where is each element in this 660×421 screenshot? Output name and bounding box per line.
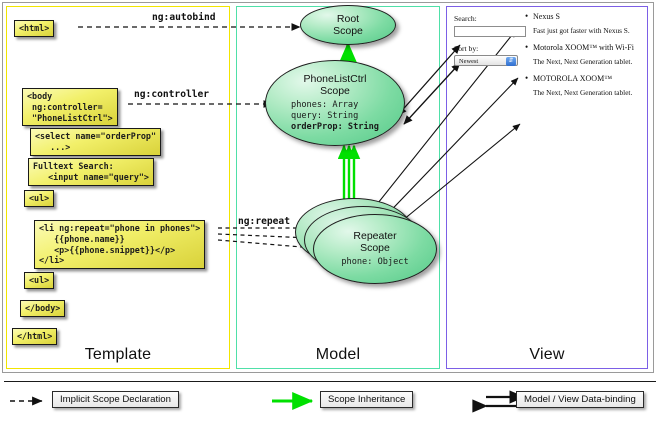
scope-prop-phone: phone: Object xyxy=(341,257,409,268)
list-item: Motorola XOOM™ with Wi-Fi The Next, Next… xyxy=(524,42,650,67)
code-box-li-repeat: <li ng:repeat="phone in phones"> {{phone… xyxy=(34,220,206,269)
code-box-fulltext-search: Fulltext Search: <input name="query"> xyxy=(28,158,154,186)
scope-repeater-title: Repeater Scope xyxy=(353,229,397,254)
scope-phonelistctrl-props: phones: Array query: String orderProp: S… xyxy=(291,100,379,134)
legend-item-scope-inheritance: Scope Inheritance xyxy=(320,391,414,408)
phone-snippet: The Next, Next Generation tablet. xyxy=(533,57,633,67)
column-template: Template xyxy=(6,6,230,369)
scope-prop-phones: phones: Array xyxy=(291,99,359,110)
phone-name: Nexus S xyxy=(524,11,650,23)
column-label-view: View xyxy=(529,346,565,363)
phone-list: Nexus S Fast just got faster with Nexus … xyxy=(524,11,650,105)
search-label: Search: xyxy=(454,14,477,23)
sort-label: Sort by: xyxy=(454,44,479,54)
column-label-model: Model xyxy=(315,346,361,363)
scope-root: Root Scope xyxy=(300,5,396,45)
sort-select[interactable]: Newest ⇵ xyxy=(454,54,518,66)
code-box-body-open: <body ng:controller= "PhoneListCtrl"> xyxy=(22,88,118,127)
scope-prop-orderprop: orderProp: String xyxy=(291,122,379,133)
phone-name: MOTOROLA XOOM™ xyxy=(524,73,650,85)
code-box-ul-close: <ul> xyxy=(24,272,55,289)
code-box-html-open: <html> xyxy=(14,20,55,37)
code-box-body-close: </body> xyxy=(20,300,66,317)
code-box-html-close: </html> xyxy=(12,328,58,345)
phone-name: Motorola XOOM™ with Wi-Fi xyxy=(524,42,650,54)
scope-root-title: Root Scope xyxy=(333,12,363,37)
column-label-template: Template xyxy=(84,346,152,363)
code-box-select: <select name="orderProp" ...> xyxy=(30,128,162,156)
scope-repeater: Repeater Scope phone: Object xyxy=(313,214,437,284)
legend-item-model-view-data-binding: Model / View Data-binding xyxy=(516,391,644,408)
label-ng-repeat: ng:repeat xyxy=(238,216,290,227)
phone-snippet: Fast just got faster with Nexus S. xyxy=(533,26,630,36)
phone-snippet: The Next, Next Generation tablet. xyxy=(533,88,633,98)
scope-repeater-props: phone: Object xyxy=(341,257,408,268)
scope-prop-query: query: String xyxy=(291,111,359,122)
list-item: MOTOROLA XOOM™ The Next, Next Generation… xyxy=(524,73,650,98)
scope-phonelistctrl-title: PhoneListCtrl Scope xyxy=(303,72,367,97)
sort-select-value: Newest xyxy=(459,57,479,65)
scope-phonelistctrl: PhoneListCtrl Scope phones: Array query:… xyxy=(265,60,405,146)
code-box-ul-open: <ul> xyxy=(24,190,55,207)
legend: Implicit Scope Declaration Scope Inherit… xyxy=(0,381,660,421)
legend-item-implicit-scope-declaration: Implicit Scope Declaration xyxy=(52,391,179,408)
search-input[interactable] xyxy=(454,26,526,38)
label-ng-autobind: ng:autobind xyxy=(152,12,216,23)
view-search-form: Search: Sort by: Newest ⇵ xyxy=(454,14,526,66)
chevron-updown-icon: ⇵ xyxy=(506,56,516,66)
list-item: Nexus S Fast just got faster with Nexus … xyxy=(524,11,650,36)
label-ng-controller: ng:controller xyxy=(134,89,210,100)
legend-divider xyxy=(4,381,656,382)
